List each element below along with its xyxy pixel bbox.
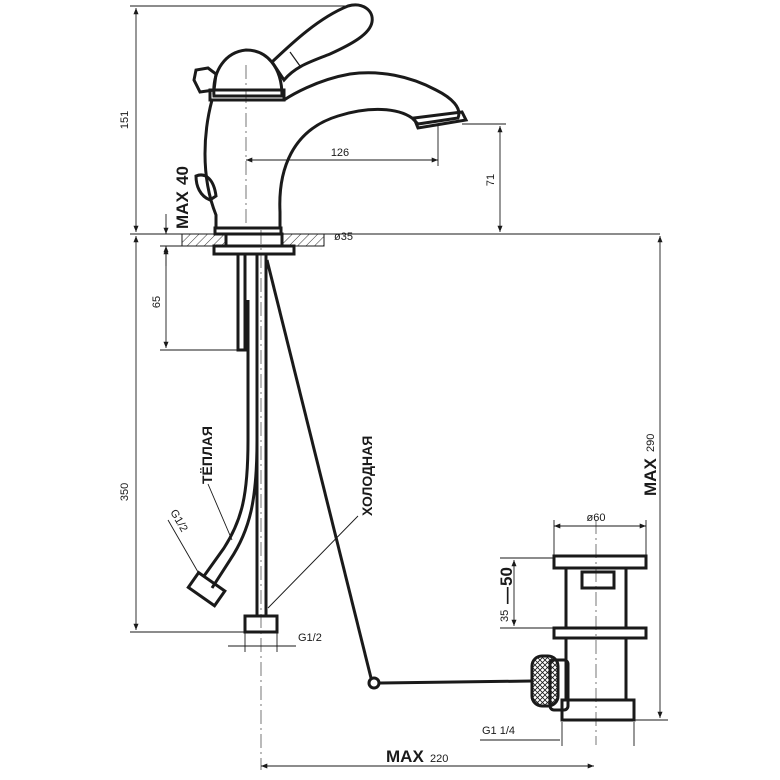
dim-65: 65 <box>151 296 163 308</box>
dim-151: 151 <box>119 111 131 129</box>
hose-labels: ТЁПЛАЯ ХОЛОДНАЯ <box>199 426 375 609</box>
hot-hose-nut <box>186 570 227 608</box>
countertop-section <box>160 232 325 256</box>
dim-350: 350 <box>119 483 131 501</box>
dim-hole-dia: ø35 <box>334 231 353 243</box>
dim-71: 71 <box>485 174 497 186</box>
drain-knurled-nut <box>530 654 560 708</box>
dim-g-hot: G1/2 <box>167 508 189 535</box>
dim-max-220-label: MAX <box>386 747 424 766</box>
dim-max-40-label: MAX <box>173 191 192 229</box>
dimension-lines <box>130 5 668 769</box>
dim-126: 126 <box>331 147 349 159</box>
spout-body <box>203 71 461 230</box>
faucet-body <box>192 3 469 236</box>
pullrod-knob <box>194 173 218 202</box>
dim-max-290-label: MAX <box>641 458 660 496</box>
aerator <box>411 110 469 130</box>
popup-drain <box>530 554 648 722</box>
shank-stud <box>236 252 247 352</box>
dim-drain-dia: ø60 <box>587 512 606 524</box>
dim-drain-thread: G1 1/4 <box>482 725 515 737</box>
supply-hoses <box>186 252 533 690</box>
dim-max-220-value: 220 <box>430 753 448 765</box>
pullrod-linkage <box>265 259 374 683</box>
dim-max-290-value: 290 <box>645 434 657 452</box>
lock-nut <box>212 244 296 256</box>
dim-drain-sep: — <box>497 587 516 604</box>
dim-max-40-value: 40 <box>173 166 192 185</box>
label-hot: ТЁПЛАЯ <box>199 426 215 484</box>
dim-drain-35: 35 <box>499 610 511 622</box>
cold-hose-nut <box>243 614 279 634</box>
lever-handle <box>270 3 374 83</box>
label-cold: ХОЛОДНАЯ <box>359 436 375 516</box>
dimension-text: 151 126 71 MAX 40 ø35 65 350 G1/2 G1/2 ø… <box>119 111 660 766</box>
finial <box>192 66 218 94</box>
dim-g-cold: G1/2 <box>298 632 322 644</box>
dim-drain-50: 50 <box>497 567 516 586</box>
